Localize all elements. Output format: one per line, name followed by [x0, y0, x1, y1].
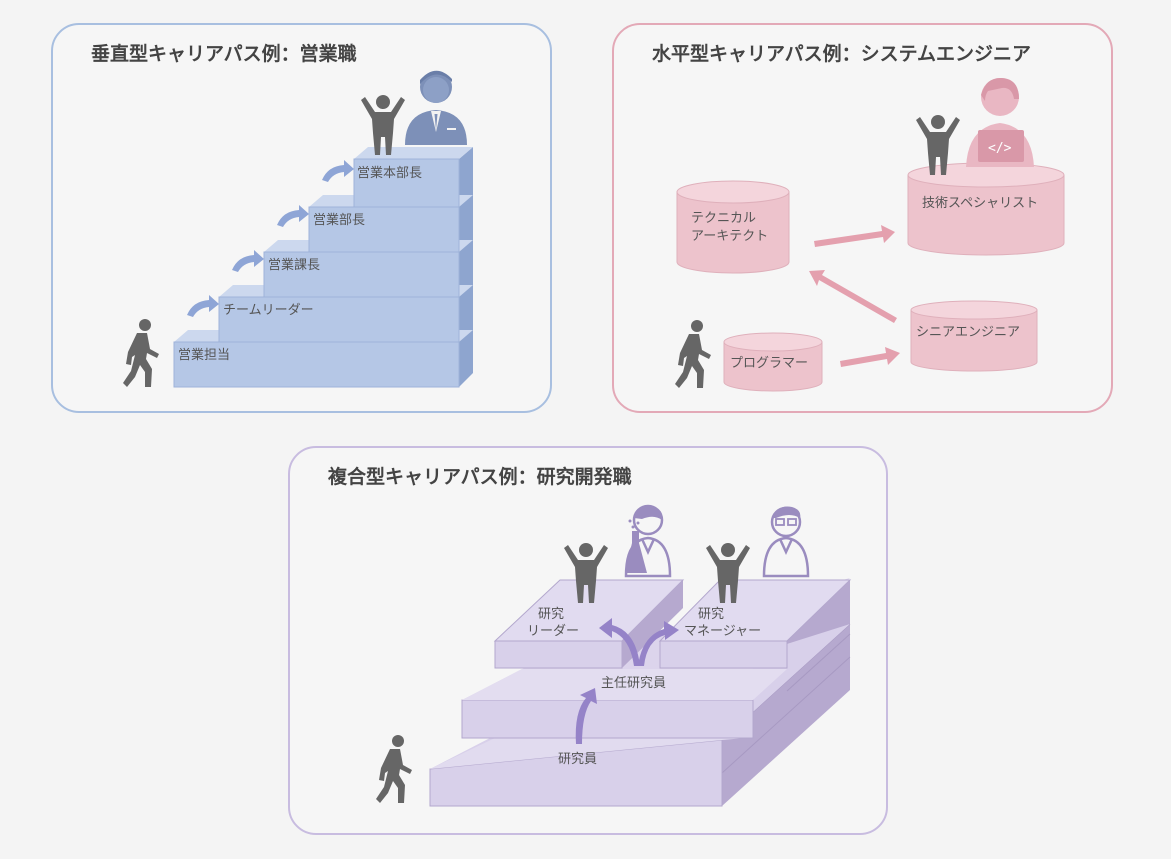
curved-arrow-icon	[187, 160, 354, 317]
specialist-label: 技術スペシャリスト	[922, 196, 1038, 211]
horizontal-panel-title: 水平型キャリアパス例：システムエンジニア	[652, 43, 1032, 65]
horizontal-career-panel: 水平型キャリアパス例：システムエンジニア プログラマー シニアエンジニア テクニ…	[612, 23, 1113, 413]
vertical-stairs-diagram: 営業担当 チームリーダー 営業課長 営業部長 営業本部長	[123, 70, 473, 388]
leader-label-2: リーダー	[527, 624, 579, 639]
curved-arrow-icon	[575, 618, 679, 744]
programmer-label: プログラマー	[730, 356, 808, 371]
scientist-flask-icon	[624, 504, 672, 578]
businessman-icon	[405, 70, 467, 145]
step-label-5: 営業本部長	[357, 165, 422, 181]
arrow-architect-to-specialist	[814, 225, 895, 247]
technical-architect-node: テクニカル アーキテクト	[676, 180, 790, 274]
stairs-side	[459, 147, 473, 387]
senior-engineer-node: シニアエンジニア	[910, 300, 1038, 372]
vertical-career-panel: 垂直型キャリアパス例：営業職 営業担当 チームリーダー 営業課長 営業部長	[51, 23, 552, 413]
programmer-node: プログラマー	[723, 332, 823, 392]
scientist-glasses-icon	[762, 506, 810, 578]
engineer-laptop-icon: </>	[966, 77, 1034, 167]
walking-person-icon	[376, 735, 412, 803]
stair-step-5: 営業本部長	[353, 147, 473, 208]
technical-specialist-node: 技術スペシャリスト	[907, 162, 1065, 256]
horizontal-career-diagram: プログラマー シニアエンジニア テクニカル アーキテクト 技術スペシャリスト <	[675, 77, 1065, 392]
svg-text:</>: </>	[988, 141, 1012, 156]
senior-engineer-label: シニアエンジニア	[916, 325, 1020, 340]
architect-label-1: テクニカル	[691, 211, 756, 226]
arrow-senior-to-architect	[809, 270, 897, 323]
step-label-2: チームリーダー	[223, 303, 314, 318]
vertical-panel-title: 垂直型キャリアパス例：営業職	[91, 43, 357, 65]
leader-label-1: 研究	[538, 607, 564, 622]
arrow-programmer-to-senior	[840, 347, 900, 367]
flask-icon	[625, 519, 647, 573]
step-label-3: 営業課長	[268, 257, 320, 273]
walking-person-icon	[123, 319, 159, 387]
cheering-person-icon	[361, 95, 405, 155]
composite-stairs-diagram: 研究員 主任研究員 研究 リーダー 研究 マネージャー	[376, 504, 852, 807]
manager-label-2: マネージャー	[684, 624, 761, 639]
architect-label-2: アーキテクト	[691, 229, 768, 244]
walking-person-icon	[675, 320, 711, 388]
composite-career-panel: 複合型キャリアパス例：研究開発職 研究員 主任研究員 研究	[288, 446, 888, 835]
step-research-leader: 研究 リーダー	[493, 579, 685, 669]
step-label-1: 営業担当	[178, 347, 230, 363]
chief-researcher-label: 主任研究員	[601, 676, 666, 691]
composite-panel-title: 複合型キャリアパス例：研究開発職	[328, 466, 632, 488]
step-label-4: 営業部長	[313, 212, 365, 228]
step-research-manager: 研究 マネージャー	[658, 579, 852, 669]
researcher-label: 研究員	[558, 752, 597, 767]
manager-label-1: 研究	[698, 607, 724, 622]
